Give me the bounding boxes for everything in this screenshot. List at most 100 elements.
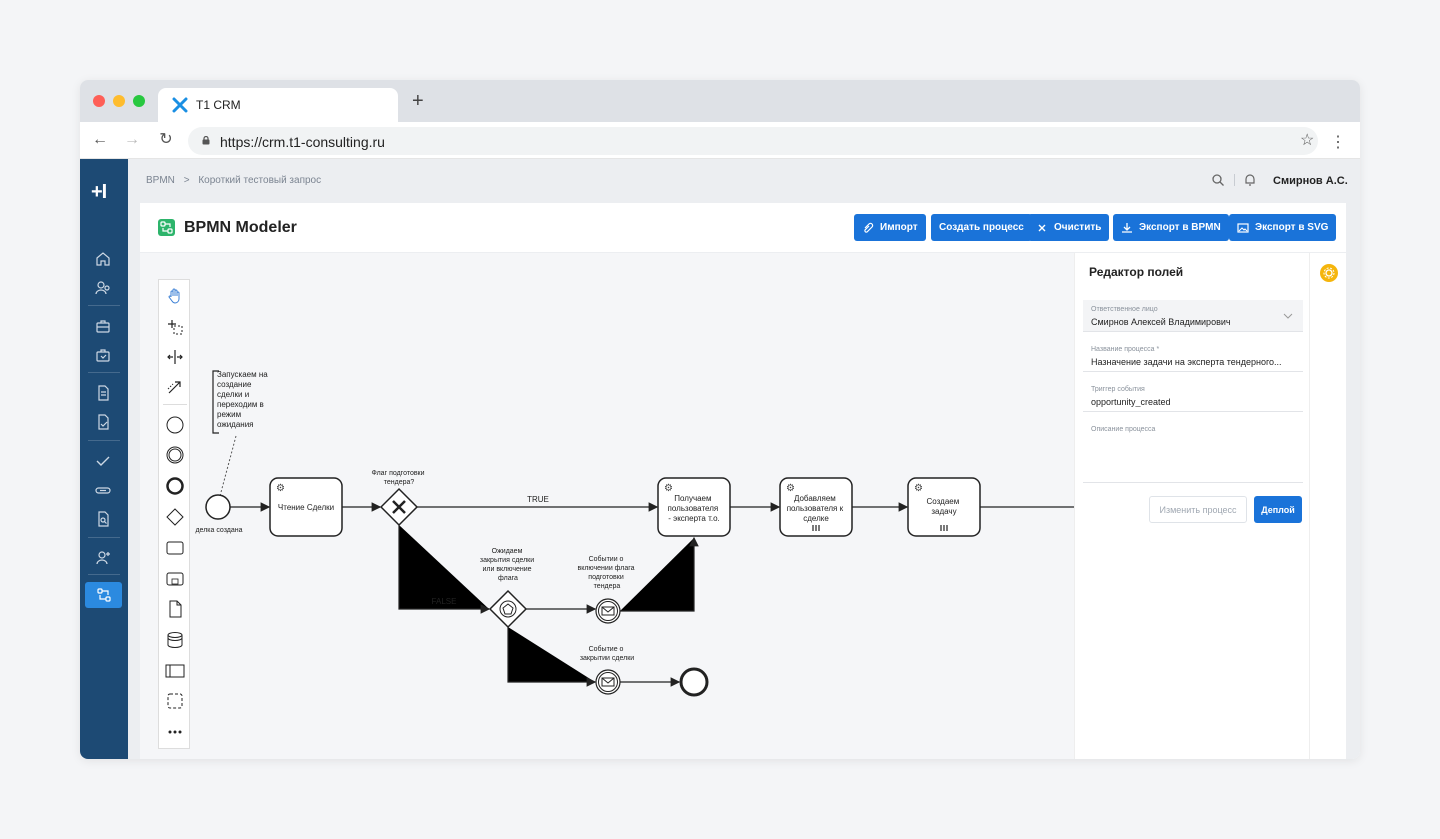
process-name-field[interactable]: Название процесса * Назначение задачи на… [1083,340,1303,372]
briefcase-icon[interactable] [94,317,112,335]
sidebar-divider [88,440,120,441]
event-gateway-label-line: Ожидаем [492,548,523,555]
document-search-icon[interactable] [94,510,112,528]
field-value: opportunity_created [1091,397,1171,407]
user-name[interactable]: Смирнов А.С. [1273,175,1348,187]
back-icon[interactable]: ← [92,131,108,148]
sequence-flow[interactable] [507,627,597,687]
lasso-tool-icon[interactable] [165,317,185,337]
clear-button[interactable]: Очистить [1028,214,1110,241]
sidebar-item-bpmn[interactable] [85,582,122,608]
checkmark-icon[interactable] [94,452,112,470]
settings-button[interactable] [1320,264,1338,282]
close-window-button[interactable] [93,95,105,107]
briefcase-check-icon[interactable] [94,346,112,364]
bpmn-canvas[interactable]: Запускаем на создание сделки и переходим… [140,253,1074,759]
sequence-flow[interactable] [620,536,699,612]
reload-icon[interactable]: ↻ [159,131,173,148]
document-icon[interactable] [94,384,112,402]
gear-icon [1323,267,1335,279]
gateway-label: Флаг подготовки тендера? [372,470,427,486]
intermediate-event-tool-icon[interactable] [165,445,185,465]
document-check-icon[interactable] [94,413,112,431]
process-description-field[interactable]: Описание процесса [1083,420,1303,483]
bpmn-modeler-icon [97,588,111,602]
export-svg-button[interactable]: Экспорт в SVG [1229,214,1337,241]
sidebar-divider [88,537,120,538]
users-icon[interactable] [94,279,112,297]
space-tool-icon[interactable] [165,347,185,367]
task-read-deal-label: Чтение Сделки [278,503,334,512]
gateway-label-line: Флаг подготовки [372,470,425,477]
import-button[interactable]: Импорт [854,214,926,241]
main-content: BPMN > Короткий тестовый запрос Смирнов … [128,159,1360,759]
message-event-inner-ring [598,601,618,621]
field-value: Смирнов Алексей Владимирович [1091,317,1231,327]
more-tools-icon[interactable] [165,722,185,742]
minimize-window-button[interactable] [113,95,125,107]
address-bar: ← → ↻ https://crm.t1-consulting.ru ☆ ⋮ [80,122,1360,159]
connect-tool-icon[interactable] [165,377,185,397]
annotation-bracket[interactable] [212,370,219,434]
new-tab-button[interactable]: + [412,90,424,112]
gateway-tool-icon[interactable] [165,507,185,527]
event-gateway-label-line: флага [498,575,518,582]
pentagon-icon [502,603,514,615]
annotation-line: сделки и [217,390,249,399]
service-task-gear-icon: ⚙ [786,483,795,494]
home-icon[interactable] [94,250,112,268]
bell-icon[interactable] [1243,173,1257,187]
tab-bar: T1 CRM + [80,80,1360,122]
bpmn-diagram[interactable]: Запускаем на создание сделки и переходим… [140,253,1074,759]
task-get-user-label-line: Получаем [674,494,711,503]
task-create-task-label-line: задачу [931,507,956,516]
group-tool-icon[interactable] [165,691,185,711]
link-icon[interactable] [94,481,112,499]
hand-tool-icon[interactable] [165,286,185,306]
end-event-tool-icon[interactable] [165,476,185,496]
data-object-tool-icon[interactable] [165,599,185,619]
change-process-button[interactable]: Изменить процесс [1149,496,1247,523]
export-bpmn-button[interactable]: Экспорт в BPMN [1113,214,1229,241]
start-event-tool-icon[interactable] [165,415,185,435]
url-field[interactable]: https://crm.t1-consulting.ru ☆ [188,127,1318,155]
message-event-1-label-line: включении флага [577,565,634,572]
responsible-person-select[interactable]: Ответственное лицо Смирнов Алексей Влади… [1083,300,1303,332]
end-event[interactable] [679,667,709,697]
message-event-2-label: Событие о закрытии сделки [580,645,634,662]
add-user-icon[interactable] [94,549,112,567]
field-editor-panel: Редактор полей Ответственное лицо Смирно… [1074,253,1309,759]
create-process-button[interactable]: Создать процесс [931,214,1032,241]
pool-tool-icon[interactable] [165,661,185,681]
app-logo[interactable]: +I [91,181,107,203]
browser-tab[interactable]: T1 CRM [158,88,398,122]
bookmark-star-icon[interactable]: ☆ [1300,132,1315,149]
envelope-flap [601,606,615,613]
event-gateway-label-line: или включение [482,566,531,573]
subprocess-tool-icon[interactable] [165,569,185,589]
start-event[interactable] [205,494,231,520]
forward-icon[interactable]: → [124,131,140,148]
data-store-tool-icon[interactable] [165,630,185,650]
gateway-x-icon [392,500,406,514]
sequence-flow-false[interactable] [398,525,491,614]
message-event-1-label-line: Событии о [589,555,624,563]
event-based-gateway[interactable] [488,589,528,629]
envelope-flap [601,677,615,684]
field-label: Название процесса * [1091,346,1160,353]
breadcrumb-current: Короткий тестовый запрос [198,175,322,186]
field-label: Триггер события [1091,386,1145,393]
import-label: Импорт [880,222,918,233]
event-trigger-field[interactable]: Триггер события opportunity_created [1083,380,1303,412]
task-add-user-label: Добавляем пользователя к сделке [787,494,846,523]
event-gateway-circle [499,600,517,618]
envelope-icon [601,677,615,687]
export-bpmn-label: Экспорт в BPMN [1139,222,1221,233]
maximize-window-button[interactable] [133,95,145,107]
search-icon[interactable] [1211,173,1225,187]
deploy-button[interactable]: Деплой [1254,496,1302,523]
breadcrumb-bpmn[interactable]: BPMN [146,175,175,186]
multi-instance-marker-icon [940,525,948,531]
task-tool-icon[interactable] [165,538,185,558]
browser-menu-icon[interactable]: ⋮ [1330,134,1346,151]
